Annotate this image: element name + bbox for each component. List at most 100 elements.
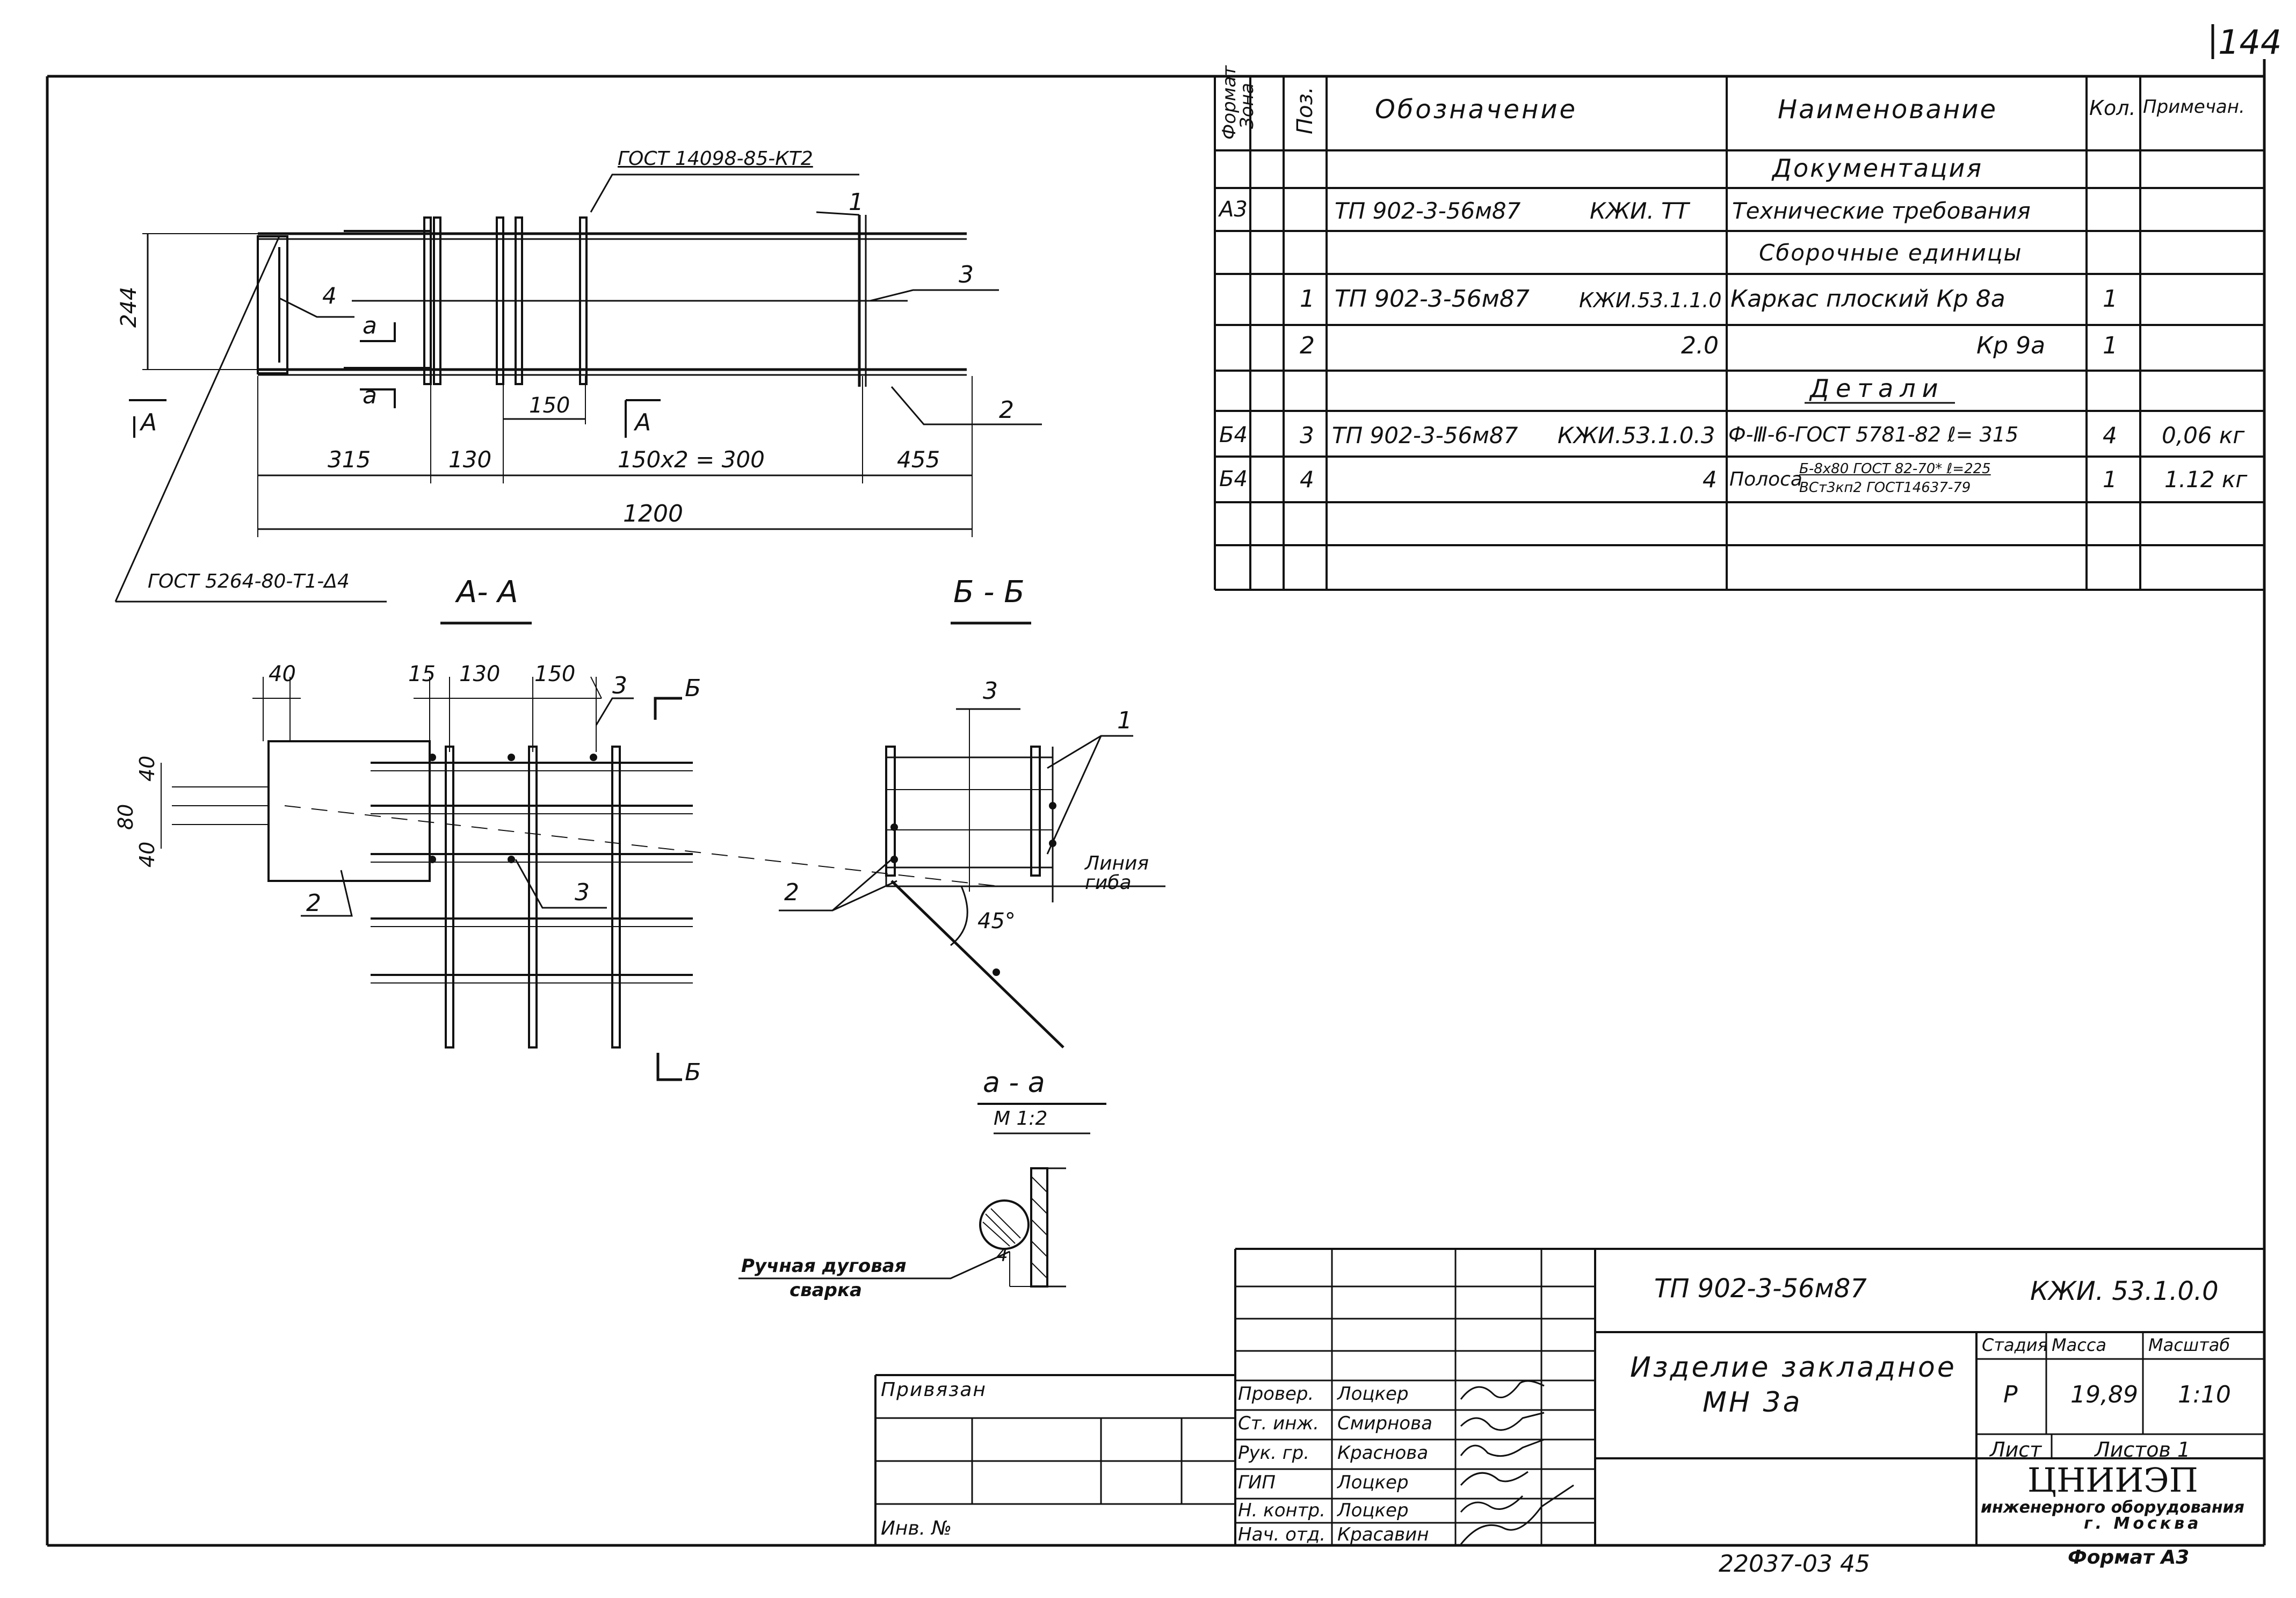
weld-leg-4: 4 [996, 1245, 1008, 1266]
weld-note-line2: сварка [790, 1279, 862, 1301]
sheet-label: Лист [1990, 1438, 2042, 1462]
spec-row-7-qty: 1 [2103, 466, 2117, 493]
section-letter-A-left: А [141, 409, 157, 436]
aa-callout-3-mid: 3 [575, 879, 590, 906]
spec-row-7-format: Б4 [1219, 467, 1248, 491]
section-a-small-scale: М 1:2 [994, 1108, 1048, 1130]
spec-header-name: Наименование [1778, 95, 1998, 125]
org-line1: ЦНИИЭП [2027, 1460, 2198, 1500]
section-bb-drawing [779, 708, 1165, 1049]
aa-dim-40-b: 40 [135, 841, 159, 867]
main-view-drawing [114, 173, 1042, 603]
spec-row-1-name: Технические требования [1732, 198, 2031, 224]
role-name-2: Краснова [1337, 1442, 1429, 1464]
aa-cut-mark-top: Б [685, 675, 701, 702]
spec-row-6-des-b: КЖИ.53.1.0.3 [1558, 422, 1715, 449]
dim-150: 150 [529, 393, 570, 418]
role-name-3: Лоцкер [1337, 1472, 1409, 1493]
spec-header-format: Формат [1219, 66, 1240, 140]
section-letter-A-right: А [635, 409, 651, 436]
callout-4: 4 [322, 283, 337, 309]
section-bb-title: Б - Б [953, 575, 1025, 610]
spec-header-designation: Обозначение [1375, 95, 1578, 125]
spec-row-6-name: Ф-Ⅲ-6-ГОСТ 5781-82 ℓ= 315 [1728, 423, 2019, 446]
dim-244: 244 [117, 286, 141, 328]
dim-130: 130 [448, 446, 492, 473]
mass-value: 19,89 [2070, 1381, 2138, 1408]
aa-dim-15: 15 [408, 662, 436, 686]
section-a-small-drawing [738, 1103, 1106, 1288]
weld-note-line1: Ручная дуговая [741, 1255, 907, 1277]
spec-row-7-name: Полоса [1729, 468, 1802, 490]
mass-label: Масса [2052, 1335, 2107, 1355]
role-name-0: Лоцкер [1337, 1383, 1409, 1405]
spec-row-6-note: 0,06 кг [2162, 422, 2245, 449]
callout-2: 2 [999, 396, 1014, 424]
spec-header-zone: Зона [1236, 83, 1258, 129]
spec-row-3-qty: 1 [2103, 285, 2118, 313]
callout-3: 3 [959, 261, 974, 288]
spec-row-1-format: А3 [1219, 197, 1248, 222]
spec-row-7-pos: 4 [1300, 466, 1314, 493]
spec-row-2-name: Сборочные единицы [1759, 240, 2023, 266]
aa-dim-40-top: 40 [269, 662, 296, 686]
bend-line-label: Линия гиба [1085, 852, 1149, 894]
spec-row-5-name: Детали [1810, 374, 1945, 403]
bb-callout-3: 3 [983, 677, 998, 705]
spec-header-pos: Поз. [1293, 86, 1317, 134]
spec-row-3-des-b: КЖИ.53.1.1.0 [1579, 288, 1722, 312]
format-label: Формат А3 [2068, 1546, 2190, 1568]
aa-dim-130: 130 [459, 662, 501, 686]
role-nach-otd: Нач. отд. [1238, 1524, 1326, 1545]
section-a-small-title: а - а [983, 1067, 1045, 1099]
signatures [1460, 1380, 1574, 1545]
spec-row-4-name: Кр 9а [1976, 332, 2046, 359]
spec-row-0-name: Документация [1772, 154, 1983, 183]
role-name-4: Лоцкер [1337, 1500, 1409, 1521]
stage-value: Р [2003, 1381, 2018, 1408]
stage-label: Стадия [1982, 1335, 2048, 1355]
bb-callout-2: 2 [784, 879, 799, 906]
aa-dim-150: 150 [534, 662, 576, 686]
title-block-grid [874, 1248, 2264, 1545]
spec-row-4-pos: 2 [1300, 332, 1315, 359]
org-line2: инженерного оборудования [1981, 1498, 2244, 1517]
callout-1: 1 [849, 189, 864, 216]
dim-455: 455 [897, 446, 940, 473]
aa-dim-80: 80 [114, 804, 137, 830]
role-n-kontr: Н. контр. [1238, 1500, 1326, 1521]
scale-value: 1:10 [2178, 1381, 2231, 1408]
bottom-code: 22037-03 45 [1719, 1550, 1870, 1578]
dim-150x2: 150x2 = 300 [618, 446, 765, 473]
aa-callout-2: 2 [306, 890, 321, 917]
spec-row-1-des-a: ТП 902-3-56м87 [1335, 198, 1521, 224]
gost-bottom-label: ГОСТ 5264-80-Т1-Δ4 [148, 570, 350, 592]
aa-cut-mark-bottom: Б [685, 1059, 701, 1086]
spec-row-7-name-frac-bot: ВСт3кп2 ГОСТ14637-79 [1799, 480, 1971, 496]
spec-header-note: Примечан. [2143, 96, 2245, 118]
spec-row-6-pos: 3 [1300, 422, 1314, 449]
spec-row-4-qty: 1 [2103, 332, 2118, 359]
sheets-label: Листов 1 [2095, 1438, 2191, 1462]
spec-row-4-des-b: 2.0 [1681, 332, 1719, 359]
title-line2: МН 3а [1703, 1386, 1802, 1419]
aa-dim-40-a: 40 [135, 755, 159, 782]
dim-1200: 1200 [623, 500, 683, 527]
role-ruk-gr: Рук. гр. [1238, 1442, 1310, 1464]
role-name-5: Красавин [1337, 1524, 1429, 1545]
bb-callout-1: 1 [1117, 707, 1132, 734]
section-letter-a-bottom: а [363, 382, 377, 409]
sheet-frame [46, 24, 2266, 1547]
specification-table-grid [1214, 76, 2264, 591]
spec-row-7-note: 1.12 кг [2164, 466, 2248, 493]
page-number: 144 [2218, 23, 2282, 62]
spec-row-1-des-b: КЖИ. ТТ [1590, 198, 1689, 224]
role-provер: Провер. [1238, 1383, 1314, 1405]
section-aa-drawing [161, 621, 1031, 1081]
spec-row-3-des-a: ТП 902-3-56м87 [1335, 285, 1530, 313]
spec-row-6-des-a: ТП 902-3-56м87 [1332, 422, 1518, 449]
scale-label: Масштаб [2148, 1335, 2230, 1355]
spec-row-3-pos: 1 [1300, 285, 1315, 313]
aa-callout-3-top: 3 [612, 672, 627, 699]
